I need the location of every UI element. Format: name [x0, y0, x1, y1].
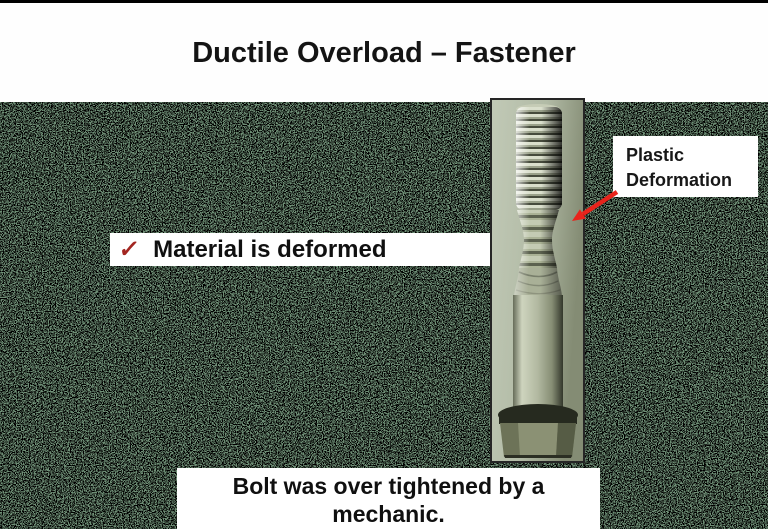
callout-line-2: Deformation [626, 170, 733, 190]
bullet-box: ✓ Material is deformed [110, 233, 490, 266]
top-border [0, 0, 768, 3]
plastic-deformation-callout: Plastic Deformation [613, 136, 758, 197]
caption-box: Bolt was over tightened by a mechanic. [177, 468, 600, 529]
bolt-photo [490, 98, 585, 463]
caption-text: Bolt was over tightened by a mechanic. [232, 473, 545, 527]
bullet-label: Material is deformed [153, 235, 387, 263]
title-band [0, 0, 768, 102]
callout-arrow-icon [572, 190, 619, 221]
callout-line-1: Plastic [626, 145, 685, 165]
bolt-illustration [492, 100, 583, 461]
checkmark-icon: ✓ [117, 235, 142, 263]
page-title: Ductile Overload – Fastener [192, 37, 576, 69]
